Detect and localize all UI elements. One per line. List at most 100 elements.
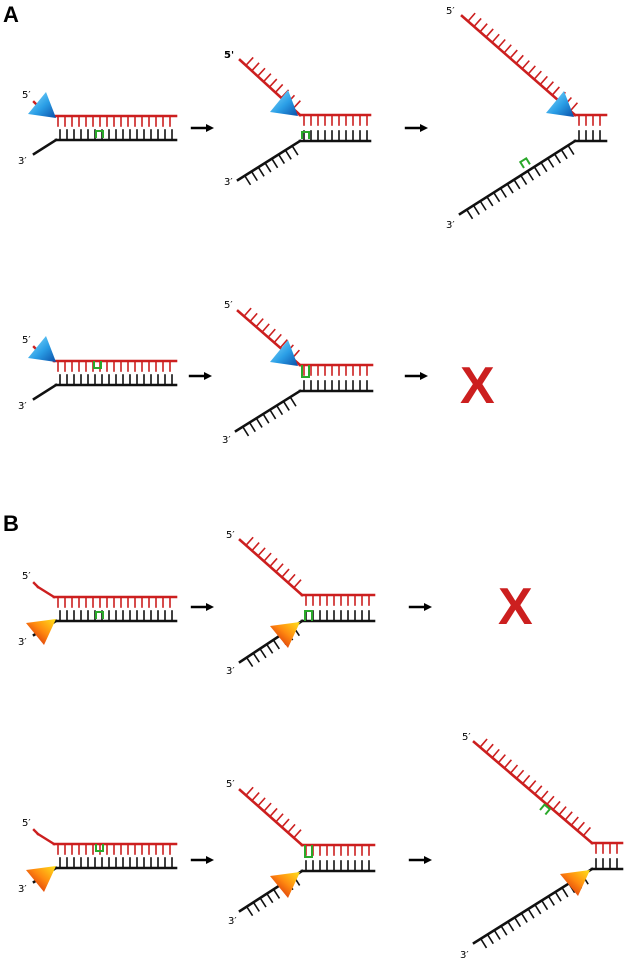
blocked-x-mark: X — [460, 357, 495, 415]
lesion-marker — [539, 803, 552, 816]
diagram-layer: 5′3′5'3′5′3′5′3′5′3′X5′3′5′3′X5′3′5′3′5′… — [18, 6, 624, 961]
arrow-a1-2-head — [420, 124, 428, 132]
top-strand-displaced-base — [244, 536, 254, 547]
a1-unwinding-complete: 5′3′ — [446, 6, 608, 231]
arrow-a1-1-head — [206, 124, 214, 132]
top-strand-displaced-base — [274, 83, 284, 94]
bottom-strand-displaced-base — [245, 656, 254, 668]
bottom-strand-displaced-base — [255, 417, 263, 428]
bottom-strand-displaced-base — [486, 933, 494, 945]
bottom-strand-displaced-base — [275, 404, 284, 416]
top-strand-displaced-base — [496, 38, 506, 49]
bottom-strand-displaced-base — [291, 144, 299, 156]
top-strand-displaced-base — [515, 769, 525, 780]
helicase-5to3-icon — [270, 340, 298, 366]
bottom-strand-displaced-base — [252, 901, 260, 912]
five-prime-label: 5′ — [226, 530, 235, 541]
top-strand-displaced-base — [484, 28, 494, 39]
lesion-marker — [518, 156, 531, 169]
top-strand-displaced-base — [497, 754, 506, 764]
three-prime-label: 3′ — [18, 401, 27, 412]
three-prime-label: 3′ — [222, 435, 231, 446]
bottom-strand-displaced-base — [566, 144, 575, 155]
bottom-strand-displaced-base — [500, 924, 508, 936]
top-strand-displaced-base — [268, 807, 278, 818]
bottom-strand-displaced-base — [252, 652, 260, 663]
top-strand-displaced-base — [551, 86, 560, 97]
bottom-strand-tail — [32, 383, 58, 401]
five-prime-label: 5′ — [22, 571, 31, 582]
top-strand-displaced-base — [262, 552, 272, 563]
top-strand-displaced-base — [268, 78, 278, 89]
bottom-strand-displaced — [458, 139, 577, 216]
bottom-strand-displaced-base — [513, 916, 522, 928]
bottom-strand-displaced-base — [262, 412, 270, 424]
b2-unwinding-partial: 5′3′ — [226, 779, 376, 927]
bottom-strand-displaced-base — [277, 153, 286, 165]
top-strand-displaced-base — [273, 333, 282, 344]
b1-unwinding-blocked: 5′3′ — [226, 530, 376, 677]
bottom-strand-displaced-base — [263, 161, 272, 173]
helicase-5to3-icon — [28, 336, 56, 362]
top-strand-displaced-base — [286, 823, 296, 834]
bottom-strand-displaced — [236, 139, 302, 182]
arrow-b2-2-head — [424, 856, 432, 864]
bottom-strand-displaced-base — [553, 152, 562, 164]
b2-duplex: 5′ 3′ — [18, 818, 178, 895]
bottom-strand-displaced — [234, 389, 302, 433]
bottom-strand-displaced-base — [560, 148, 568, 160]
helicase-3to5-icon — [26, 619, 56, 645]
lesion-marker — [95, 844, 104, 852]
top-strand-displaced-base — [557, 806, 567, 816]
bottom-strand-displaced-base — [265, 643, 274, 654]
bottom-strand-displaced-base — [241, 425, 250, 437]
top-strand-displaced-base — [256, 547, 266, 558]
top-strand-displaced-base — [521, 60, 530, 70]
top-strand-displaced-base — [533, 785, 543, 796]
a2-unwinding-blocked: 5′3′ — [222, 300, 374, 446]
bottom-strand-tail — [32, 138, 58, 156]
top-strand-displaced — [238, 788, 304, 847]
top-strand-displaced-base — [274, 563, 284, 573]
lesion-marker — [304, 845, 313, 858]
bottom-strand-displaced-base — [472, 204, 480, 215]
helicase-5to3-icon — [546, 91, 574, 117]
three-prime-label: 3′ — [18, 884, 27, 895]
bottom-strand-displaced-base — [485, 195, 494, 207]
top-strand-displaced-base — [515, 54, 524, 65]
top-strand-displaced-base — [551, 800, 561, 811]
top-strand-displaced-base — [292, 579, 302, 589]
top-strand-displaced-base — [582, 826, 592, 837]
bottom-strand-displaced-base — [257, 166, 265, 177]
five-prime-label: 5′ — [22, 818, 31, 829]
arrow-a2-1-head — [204, 372, 212, 380]
lesion-marker — [304, 610, 313, 621]
top-strand-displaced-base — [545, 81, 554, 91]
bottom-strand-displaced-base — [282, 400, 290, 411]
helicase-5to3-icon — [28, 92, 56, 118]
top-strand-displaced-base — [248, 312, 258, 323]
bottom-strand-displaced-base — [250, 170, 258, 182]
top-strand-displaced-base — [262, 802, 272, 813]
top-strand-displaced-base — [490, 33, 500, 44]
bottom-strand-displaced-base — [533, 165, 541, 177]
bottom-strand-displaced-base — [245, 905, 254, 917]
top-strand-displaced-base — [509, 764, 519, 775]
five-prime-label: 5′ — [22, 335, 31, 346]
top-strand-displaced-base — [509, 49, 518, 60]
bottom-strand-displaced-base — [519, 174, 528, 185]
three-prime-label: 3′ — [446, 220, 455, 231]
five-prime-label: 5′ — [462, 732, 471, 743]
bottom-strand-displaced-base — [561, 886, 569, 898]
lesion-marker — [95, 130, 104, 138]
lesion-marker — [93, 361, 102, 369]
top-strand-displaced-base — [570, 816, 579, 827]
a1-duplex: 5′3′ — [18, 90, 178, 167]
bottom-strand-displaced-base — [479, 200, 487, 211]
top-strand-displaced-base — [250, 62, 260, 72]
bottom-strand-displaced-base — [512, 178, 521, 190]
top-strand-displaced-base — [254, 318, 264, 328]
top-strand-displaced-base — [256, 67, 266, 78]
bottom-strand-displaced-base — [546, 157, 555, 168]
top-strand-displaced — [238, 538, 304, 597]
